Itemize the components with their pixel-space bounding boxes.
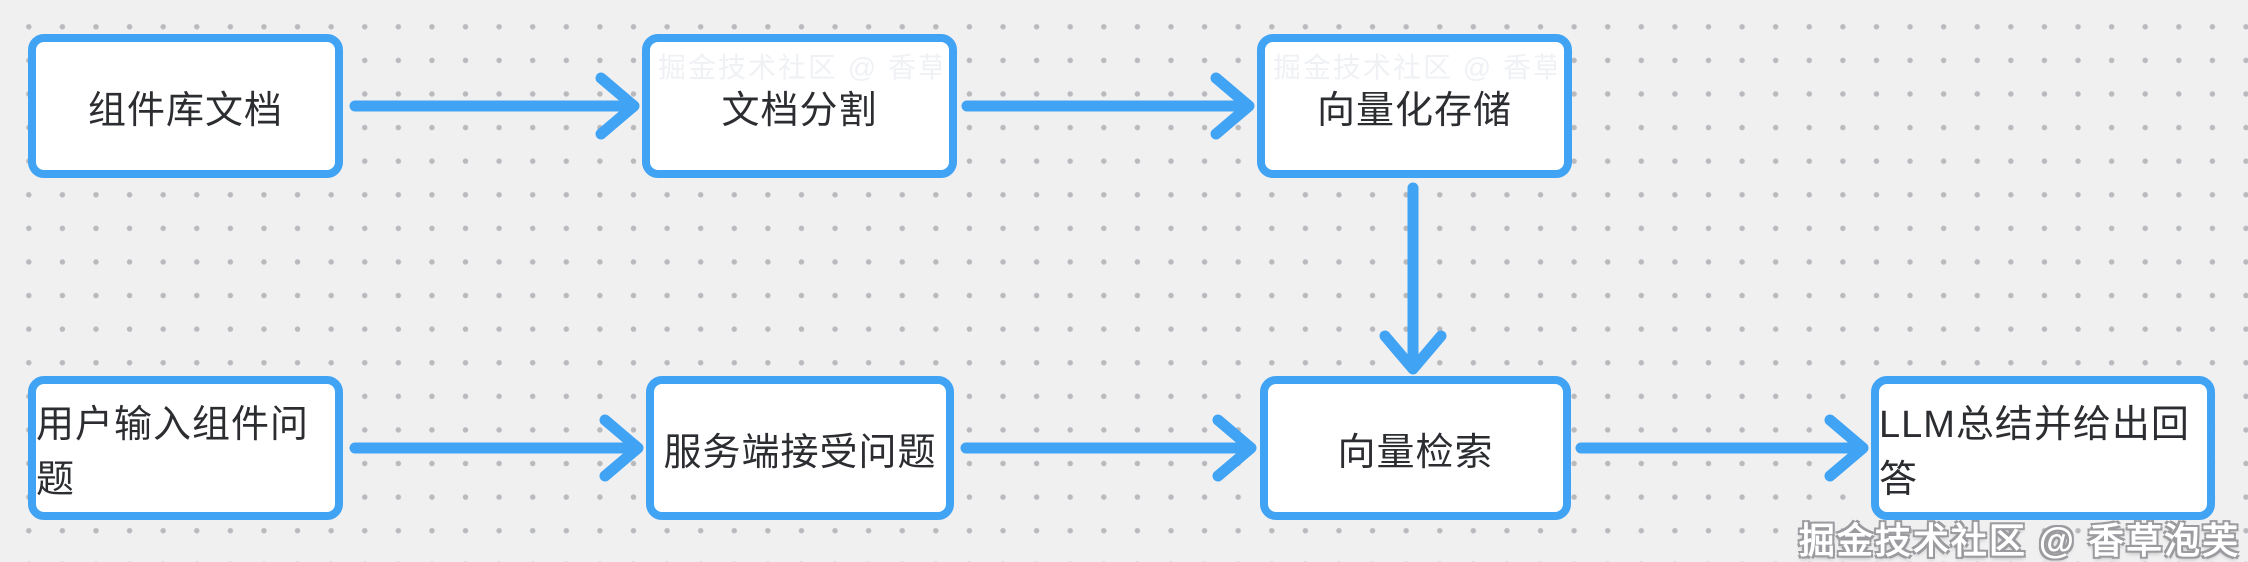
flow-node-user-question-label: 用户输入组件问题 [36,404,310,501]
flow-node-docs-label: 组件库文档 [87,89,283,132]
flow-node-vector-store-label: 向量化存储 [1316,89,1512,132]
flow-node-llm-answer-label: LLM总结并给出回答 [1879,404,2190,501]
arrow-right-icon-split-to-store [961,72,1255,140]
credit-watermark: 掘金技术社区 @ 香草泡芙 [1798,520,2240,561]
flow-node-doc-split-label: 文档分割 [721,89,878,132]
flow-node-vector-search-label: 向量检索 [1337,431,1494,474]
flow-node-server-receive-label: 服务端接受问题 [663,431,937,474]
flow-node-vector-store: 掘金技术社区 @ 香草泡芙 掘金技术社区 @ 香草泡芙 掘金技术社区 向量化存储 [1257,34,1572,178]
arrow-right-icon-question-to-server [349,414,644,482]
arrow-right-icon-docs-to-split [349,72,640,140]
arrow-down-icon-store-to-search [1379,182,1447,375]
flow-node-user-question: 用户输入组件问题 [28,376,343,520]
arrow-right-icon-server-to-search [960,414,1257,482]
flow-node-doc-split: 掘金技术社区 @ 香草泡芙 掘金技术社区 @ 香草泡芙 掘金技术社区 文档分割 [642,34,957,178]
flow-node-vector-search: 向量检索 [1260,376,1571,520]
arrow-right-icon-search-to-llm [1575,414,1869,482]
flow-node-llm-answer: LLM总结并给出回答 [1871,376,2215,520]
flow-node-server-receive: 服务端接受问题 [646,376,954,520]
flow-node-docs: 组件库文档 [28,34,343,178]
